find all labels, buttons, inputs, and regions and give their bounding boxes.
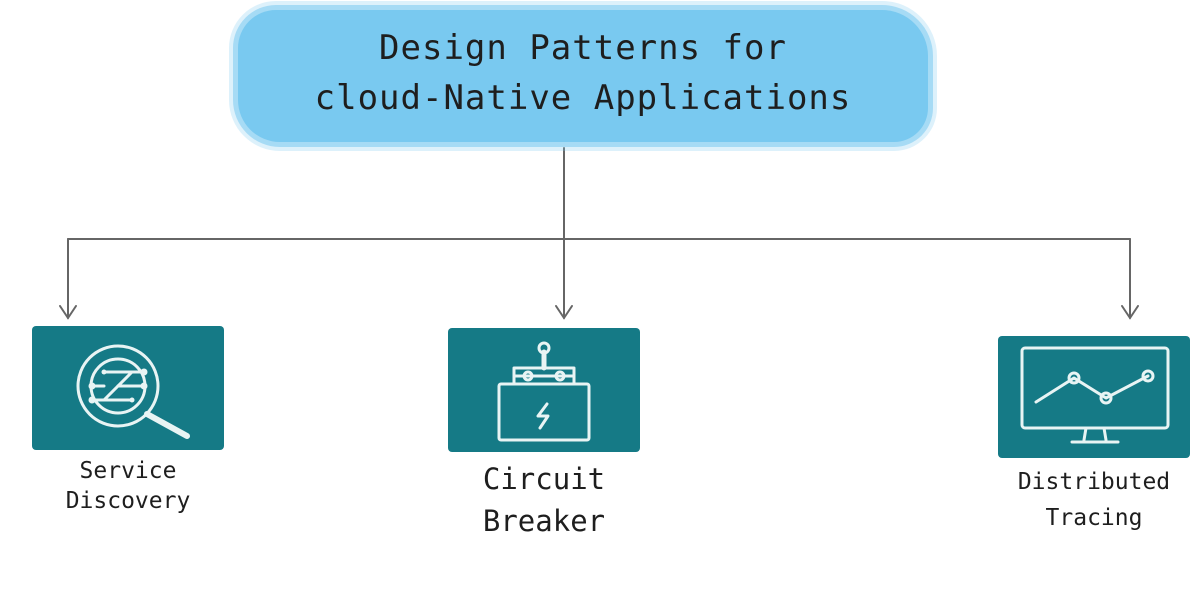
center-arrowhead: [555, 305, 573, 320]
distributed-tracing-label: Distributed Tracing: [990, 464, 1198, 536]
service-discovery-box: [32, 326, 224, 450]
monitor-chart-icon: [1020, 346, 1170, 444]
service-discovery-label-line-2: Discovery: [65, 488, 191, 514]
distributed-tracing-label-line-2: Tracing: [1045, 505, 1143, 531]
circuit-breaker-label: Circuit Breaker: [430, 458, 658, 542]
service-discovery-label: Service Discovery: [32, 456, 224, 516]
magnifier-network-icon: [76, 344, 190, 439]
circuit-breaker-label-line-1: Circuit: [482, 462, 606, 496]
title-line-1: Design Patterns for: [379, 28, 787, 68]
circuit-breaker-icon: [497, 341, 591, 442]
circuit-breaker-box: [448, 328, 640, 452]
title-background: [238, 10, 928, 142]
title-line-2: cloud-Native Applications: [314, 78, 852, 118]
circuit-breaker-label-line-2: Breaker: [482, 504, 606, 538]
left-arrowhead: [59, 305, 77, 320]
service-discovery-label-line-1: Service: [79, 458, 177, 484]
right-arrowhead: [1121, 305, 1139, 320]
distributed-tracing-label-line-1: Distributed: [1017, 469, 1171, 495]
distributed-tracing-box: [998, 336, 1190, 458]
